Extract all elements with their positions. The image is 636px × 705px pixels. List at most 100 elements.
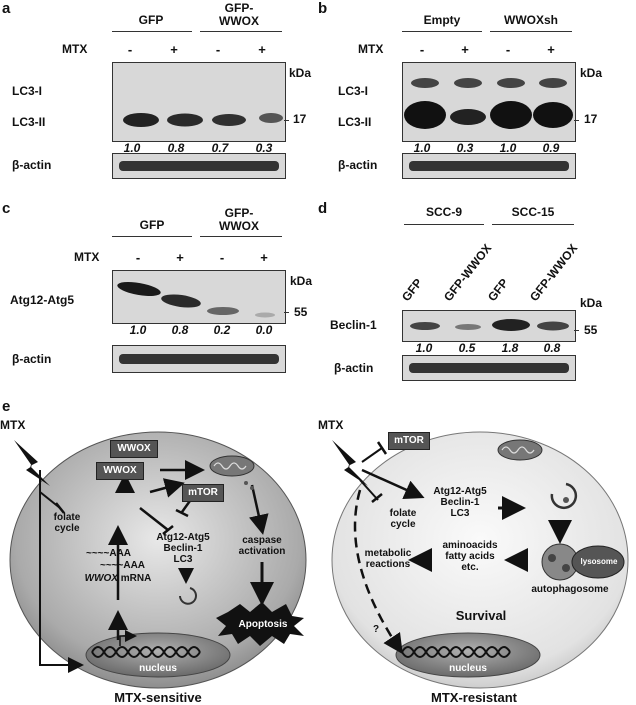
panel-b-band-ii-3 — [490, 101, 532, 129]
panel-a-lane-3: - — [215, 42, 221, 57]
panel-b-band-ii-1 — [404, 101, 446, 129]
panel-a-group-2: GFP- WWOX — [219, 1, 259, 28]
panel-d-quant-3: 1.8 — [501, 341, 519, 355]
sensitive-lightning-icon — [14, 440, 50, 486]
panel-c-blot-actin — [112, 345, 286, 373]
panel-c-band-3 — [207, 307, 239, 315]
panel-c-band-1 — [117, 281, 161, 297]
wwox-box-bottom: WWOX — [96, 462, 144, 480]
sensitive-nucleus-label: nucleus — [139, 663, 177, 674]
panel-c-blot-atg — [112, 270, 286, 324]
apoptosis-burst — [216, 602, 304, 646]
panel-d-label: d — [318, 200, 328, 217]
panel-d-blot-beclin — [402, 310, 576, 342]
resistant-autophagy-genes: Atg12-Atg5 Beclin-1 LC3 — [433, 486, 487, 519]
panel-d-marker: 55 — [584, 323, 598, 337]
panel-d-loading-label: β-actin — [334, 361, 374, 375]
panel-b-band-lc3-i: LC3-I — [338, 84, 368, 98]
survival-label: Survival — [455, 608, 507, 623]
sensitive-phagophore-icon — [179, 587, 197, 605]
panel-c-actin-band — [119, 354, 279, 364]
panel-d-kda: kDa — [580, 296, 603, 310]
panel-c-marker: 55 — [294, 305, 308, 319]
panel-a-quant-4: 0.3 — [255, 141, 273, 155]
panel-d-band-3 — [492, 319, 530, 331]
lysosome-label: lysosome — [580, 557, 618, 566]
panel-a-quant-2: 0.8 — [167, 141, 185, 155]
panel-d-quant-1: 1.0 — [415, 341, 433, 355]
resistant-mtor-box: mTOR — [388, 432, 430, 450]
panel-c-band-atg12-atg5: Atg12-Atg5 — [10, 293, 75, 307]
panel-b-quant-3: 1.0 — [499, 141, 517, 155]
resistant-nucleus — [395, 632, 541, 678]
panel-a-blot-actin — [112, 153, 286, 179]
panel-a-marker: 17 — [293, 112, 307, 126]
mrna-aaa-1: ~~~~AAA — [86, 548, 132, 559]
panel-a-quant-1: 1.0 — [123, 141, 141, 155]
sensitive-folate: folate cycle — [53, 512, 81, 534]
panel-e-label: e — [2, 398, 11, 415]
panel-b-group-2-line — [490, 31, 572, 32]
panel-c-group-1: GFP — [139, 218, 165, 232]
panel-b-quant-2: 0.3 — [456, 141, 474, 155]
panel-a-lane-2: + — [170, 42, 178, 57]
panel-b-blot-lc3 — [402, 62, 576, 142]
panel-c-group-1-line — [112, 236, 192, 237]
panel-b-mtx-label: MTX — [358, 42, 384, 56]
panel-b-label: b — [318, 0, 328, 17]
question-mark: ? — [372, 624, 380, 635]
panel-a-label: a — [2, 0, 11, 17]
sensitive-mtor-box: mTOR — [182, 484, 224, 502]
panel-d-marker-tick — [574, 330, 579, 331]
panel-a-lane-4: + — [258, 42, 266, 57]
panel-d-quant-4: 0.8 — [543, 341, 561, 355]
panel-c-band-2 — [161, 294, 201, 308]
resistant-mitochondrion — [497, 439, 543, 461]
panel-b-band-i-1 — [411, 78, 439, 88]
panel-c-group-2: GFP- WWOX — [219, 206, 259, 233]
panel-a-band-4 — [259, 113, 283, 123]
panel-b-lane-3: - — [505, 42, 511, 57]
panel-a-loading-label: β-actin — [12, 158, 52, 172]
resistant-dna — [401, 646, 511, 658]
panel-a-band-lc3-ii: LC3-II — [12, 115, 46, 129]
autophagosome-label: autophagosome — [531, 584, 609, 595]
panel-c-lane-2: + — [176, 250, 184, 265]
caspase-activation: caspase activation — [238, 535, 286, 557]
panel-d-group-1: SCC-9 — [425, 205, 462, 219]
panel-b-group-1: Empty — [423, 13, 461, 27]
panel-c-lane-3: - — [219, 250, 225, 265]
panel-a-band-lc3-i: LC3-I — [12, 84, 42, 98]
resistant-phagophore-icon — [550, 482, 578, 510]
panel-b-band-i-2 — [454, 78, 482, 88]
sensitive-mtx: MTX — [0, 418, 26, 432]
panel-c-label: c — [2, 200, 11, 217]
panel-b-kda: kDa — [580, 66, 603, 80]
panel-c-group-2-line — [200, 236, 282, 237]
panel-c-mtx-label: MTX — [74, 250, 100, 264]
panel-a-band-2 — [167, 113, 203, 127]
panel-a-group-1: GFP — [138, 13, 164, 27]
resistant-folate: folate cycle — [389, 508, 417, 530]
sensitive-autophagy-genes: Atg12-Atg5 Beclin-1 LC3 — [156, 532, 210, 565]
panel-b-lane-2: + — [461, 42, 469, 57]
panel-b-band-ii-2 — [450, 109, 486, 125]
panel-b-group-1-line — [402, 31, 482, 32]
panel-d-quant-2: 0.5 — [458, 341, 476, 355]
nutrients: aminoacids fatty acids etc. — [442, 540, 498, 573]
panel-c-band-4 — [255, 312, 275, 318]
panel-b-marker: 17 — [584, 112, 598, 126]
panel-c-quant-3: 0.2 — [213, 323, 231, 337]
panel-b-group-2: WWOXsh — [504, 13, 558, 27]
panel-c-lane-4: + — [260, 250, 268, 265]
panel-d-actin-band — [409, 363, 569, 373]
panel-d-group-2-line — [492, 224, 574, 225]
panel-a-quant-3: 0.7 — [211, 141, 229, 155]
panel-b-quant-1: 1.0 — [413, 141, 431, 155]
panel-a-lane-1: - — [127, 42, 133, 57]
panel-b-band-i-3 — [497, 78, 525, 88]
panel-b-blot-actin — [402, 153, 576, 179]
panel-c-marker-tick — [284, 312, 289, 313]
panel-a-kda: kDa — [289, 66, 312, 80]
